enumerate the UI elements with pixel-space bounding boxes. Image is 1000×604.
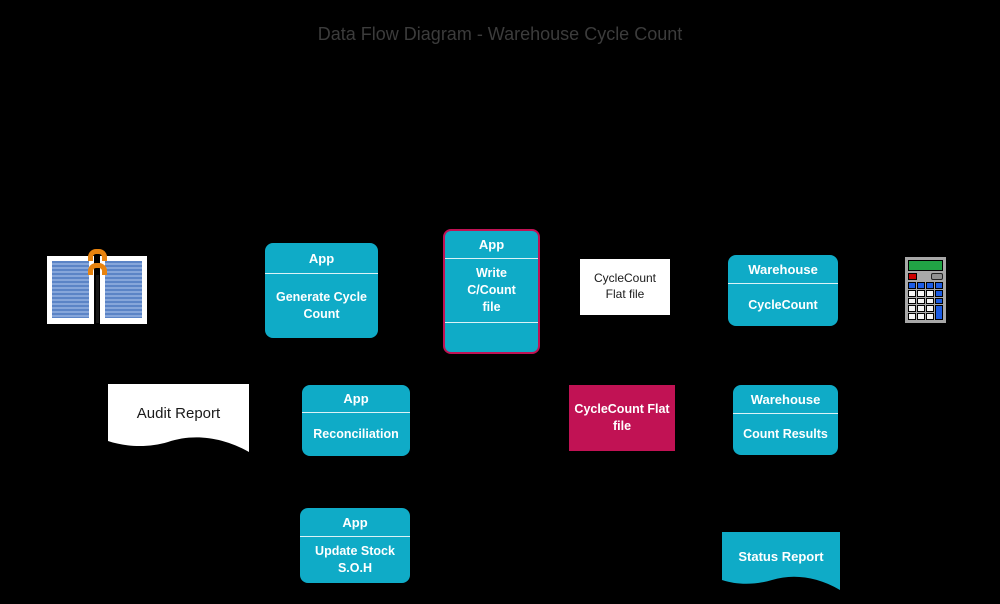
book-spine <box>96 275 99 323</box>
node-body: Count Results <box>743 427 828 442</box>
node-header: App <box>265 243 378 274</box>
doc-label: Audit Report <box>136 404 221 422</box>
node-header: App <box>302 385 410 413</box>
open-book-icon[interactable] <box>47 249 147 325</box>
databox-cyclecount-flat-file[interactable]: CycleCount Flat file <box>569 385 675 451</box>
store-cyclecount-flat-file[interactable]: CycleCount Flat file <box>580 259 670 315</box>
calculator-display <box>908 260 943 271</box>
node-body: Reconciliation <box>313 427 399 442</box>
node-warehouse-cyclecount[interactable]: Warehouse CycleCount <box>728 255 838 326</box>
document-shape <box>722 532 840 590</box>
node-header: App <box>300 508 410 537</box>
book-page-right <box>100 256 147 324</box>
calculator-power-button <box>908 273 917 280</box>
diagram-title: Data Flow Diagram - Warehouse Cycle Coun… <box>317 24 683 44</box>
node-warehouse-count-results[interactable]: Warehouse Count Results <box>733 385 838 455</box>
node-generate-cycle-count[interactable]: App Generate Cycle Count <box>265 243 378 338</box>
node-write-ccount-file[interactable]: App Write C/Count file <box>443 229 540 354</box>
node-body: Write C/Count file <box>467 266 516 314</box>
calculator-toprow <box>908 273 943 280</box>
node-update-stock-soh[interactable]: App Update Stock S.O.H <box>300 508 410 583</box>
calculator-keypad <box>908 282 943 320</box>
calculator-slider <box>931 273 943 280</box>
book-page-left <box>47 256 94 324</box>
node-body: CycleCount <box>748 297 818 312</box>
node-header: Warehouse <box>733 385 838 414</box>
node-header: App <box>445 231 538 259</box>
calculator-icon[interactable] <box>903 255 948 325</box>
book-clip-icon <box>88 263 107 275</box>
doc-status-report[interactable]: Status Report <box>722 532 840 590</box>
book-pages <box>47 256 147 324</box>
node-reconciliation[interactable]: App Reconciliation <box>302 385 410 456</box>
book-clip-icon <box>88 249 107 261</box>
document-shape <box>108 384 249 452</box>
node-body: Update Stock S.O.H <box>315 544 395 575</box>
doc-label: Status Report <box>738 548 824 564</box>
node-body: Generate Cycle Count <box>275 290 368 321</box>
doc-audit-report[interactable]: Audit Report <box>108 384 249 452</box>
node-header: Warehouse <box>728 255 838 284</box>
node-footer <box>445 322 538 352</box>
